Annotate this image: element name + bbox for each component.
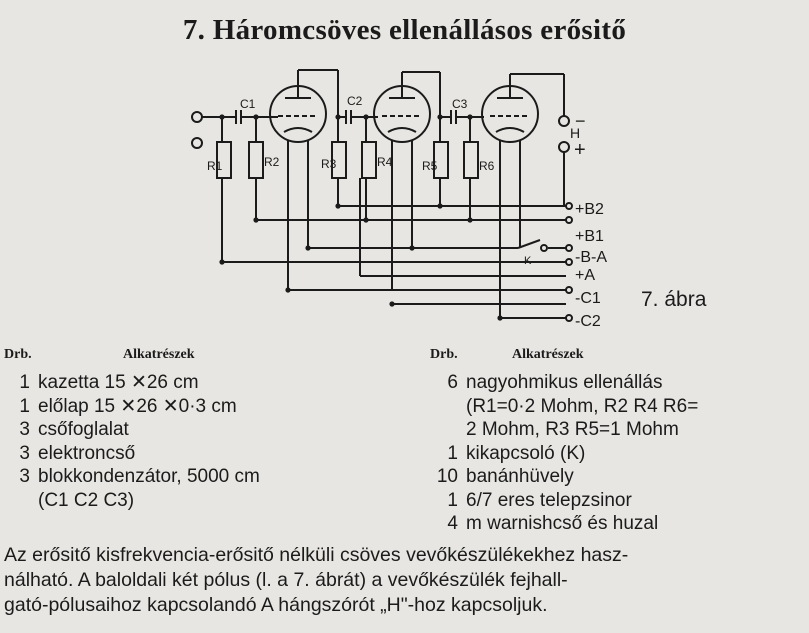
circuit-schematic: C1 C2 C3 R1 R2 R3 R4 R5 R6 H − + K +B2 +… (191, 69, 607, 330)
list-item: (R1=0·2 Mohm, R2 R4 R6= (466, 395, 699, 417)
label-c2: C2 (347, 94, 363, 108)
left-col-parts-header: Alkatrészek (123, 347, 195, 362)
label-r2: R2 (264, 155, 280, 169)
label-r5: R5 (422, 159, 438, 173)
label-b2: +B2 (575, 201, 604, 218)
label-k: K (524, 255, 532, 267)
left-col-qty-header: Drb. (4, 347, 32, 362)
label-minus: − (575, 111, 586, 131)
label-c2-terminal: -C2 (575, 313, 601, 330)
resistor-r4 (361, 141, 377, 179)
right-col-parts-header: Alkatrészek (512, 347, 584, 362)
page-title: 7. Háromcsöves ellenállásos erősitő (182, 14, 627, 46)
paragraph-line-2: nálható. A baloldali két pólus (l. a 7. … (4, 569, 568, 591)
label-a-pos: +A (575, 267, 595, 284)
description-paragraph: Az erősitő kisfrekvencia-erősitő nélküli… (4, 543, 804, 618)
terminal-b1 (565, 216, 573, 224)
label-c1: C1 (240, 97, 256, 111)
list-item: (C1 C2 C3) (38, 489, 135, 511)
resistor-r1 (216, 141, 232, 179)
terminal-b2 (565, 202, 573, 210)
paragraph-line-3: gató-pólusaihoz kapcsolandó A hángszórót… (4, 594, 548, 616)
speaker-terminal-plus (558, 141, 570, 153)
paragraph-line-1: Az erősitő kisfrekvencia-erősitő nélküli… (4, 544, 629, 566)
right-col-qty-header: Drb. (430, 347, 458, 362)
label-r3: R3 (321, 157, 337, 171)
list-item: 2 Mohm, R3 R5=1 Mohm (466, 419, 679, 440)
terminal-c2 (565, 314, 573, 322)
speaker-terminal-minus (558, 115, 570, 127)
label-c1-terminal: -C1 (575, 290, 601, 307)
label-h: H (570, 125, 580, 141)
label-plus: + (574, 139, 586, 161)
resistor-r6 (463, 141, 479, 179)
label-r4: R4 (377, 155, 393, 169)
terminal-b-neg (565, 244, 573, 252)
label-r6: R6 (479, 159, 495, 173)
resistor-r2 (248, 141, 264, 179)
label-b-neg: -B-A (575, 249, 607, 266)
terminal-c1 (565, 286, 573, 294)
label-b1: +B1 (575, 228, 604, 245)
input-terminal-1 (191, 111, 203, 123)
label-c3: C3 (452, 97, 468, 111)
label-r1: R1 (207, 159, 223, 173)
input-terminal-2 (191, 137, 203, 149)
figure-caption: 7. ábra (641, 288, 707, 311)
terminal-a-pos (565, 258, 573, 266)
